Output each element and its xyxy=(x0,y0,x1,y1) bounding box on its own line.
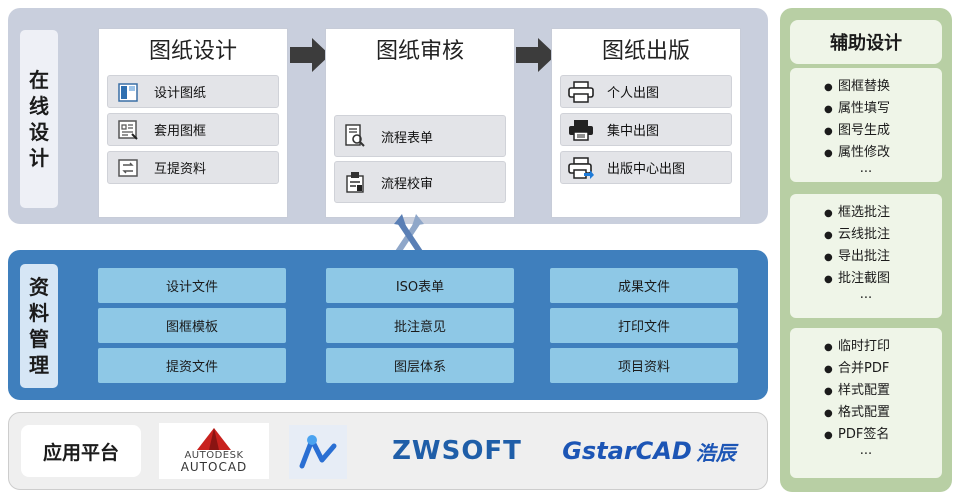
printer-icon xyxy=(567,80,595,104)
application-platform-panel: 应用平台 AUTODESK AUTOCAD ZWSOFT GstarCAD 浩辰 xyxy=(8,412,768,490)
autocad-logo: AUTODESK AUTOCAD xyxy=(159,423,269,479)
online-design-panel: 在 线 设 计 图纸设计 设计图纸 套用图框 互提资料 xyxy=(8,8,768,224)
aux-item[interactable]: 图号生成 xyxy=(790,120,942,142)
central-printer-icon xyxy=(567,118,595,142)
aux-item[interactable]: 临时打印 xyxy=(790,336,942,358)
aux-item[interactable]: 合并PDF xyxy=(790,358,942,380)
data-column: ISO表单 批注意见 图层体系 xyxy=(326,268,514,388)
aux-item[interactable]: 导出批注 xyxy=(790,246,942,268)
aux-group-annotation: 框选批注 云线批注 导出批注 批注截图 ... xyxy=(790,194,942,318)
auxiliary-design-panel: 辅助设计 图框替换 属性填写 图号生成 属性修改 ... 框选批注 云线批注 导… xyxy=(780,8,952,492)
process-review-item[interactable]: 流程校审 xyxy=(334,161,506,203)
data-management-label: 资 料 管 理 xyxy=(20,264,58,388)
aux-item[interactable]: 图框替换 xyxy=(790,76,942,98)
platform-label: 应用平台 xyxy=(21,425,141,477)
aux-item[interactable]: 样式配置 xyxy=(790,380,942,402)
arrow-right-icon xyxy=(290,38,330,72)
stage-title: 图纸审核 xyxy=(375,39,464,64)
more-ellipsis: ... xyxy=(859,443,873,458)
stage-drawing-publish: 图纸出版 个人出图 集中出图 出版中心出图 xyxy=(551,28,741,218)
zwsoft-logo: ZWSOFT xyxy=(392,436,522,466)
data-item-iso-forms[interactable]: ISO表单 xyxy=(326,268,514,303)
aux-item[interactable]: 批注截图 xyxy=(790,268,942,290)
arrow-right-icon xyxy=(516,38,556,72)
aux-group-attributes: 图框替换 属性填写 图号生成 属性修改 ... xyxy=(790,68,942,182)
stage-title: 图纸出版 xyxy=(601,39,690,64)
aux-item[interactable]: PDF签名 xyxy=(790,424,942,446)
frame-template-item[interactable]: 套用图框 xyxy=(107,113,279,146)
central-print-item[interactable]: 集中出图 xyxy=(560,113,732,146)
more-ellipsis: ... xyxy=(859,161,873,176)
more-ellipsis: ... xyxy=(859,287,873,302)
exchange-data-item[interactable]: 互提资料 xyxy=(107,151,279,184)
publish-center-printer-icon xyxy=(567,156,595,180)
design-drawing-icon xyxy=(114,80,142,104)
aux-item[interactable]: 框选批注 xyxy=(790,202,942,224)
online-design-label: 在 线 设 计 xyxy=(20,30,58,208)
data-item-print-files[interactable]: 打印文件 xyxy=(550,308,738,343)
aux-title: 辅助设计 xyxy=(790,20,942,64)
bidirectional-arrow-icon xyxy=(394,214,424,255)
stage-drawing-review: 图纸审核 流程表单 流程校审 xyxy=(325,28,515,218)
process-form-icon xyxy=(341,124,369,148)
cad-app-icon xyxy=(299,435,337,469)
data-item-layer-system[interactable]: 图层体系 xyxy=(326,348,514,383)
data-item-project-data[interactable]: 项目资料 xyxy=(550,348,738,383)
stage-drawing-design: 图纸设计 设计图纸 套用图框 互提资料 xyxy=(98,28,288,218)
cad-app-logo xyxy=(289,425,347,479)
exchange-data-icon xyxy=(114,156,142,180)
data-item-submitted-files[interactable]: 提资文件 xyxy=(98,348,286,383)
publish-center-print-item[interactable]: 出版中心出图 xyxy=(560,151,732,184)
design-drawing-item[interactable]: 设计图纸 xyxy=(107,75,279,108)
autodesk-triangle-icon xyxy=(197,428,231,450)
gstarcad-logo: GstarCAD 浩辰 xyxy=(562,437,736,465)
aux-group-printing: 临时打印 合并PDF 样式配置 格式配置 PDF签名 ... xyxy=(790,328,942,478)
data-management-panel: 资 料 管 理 设计文件 图框模板 提资文件 ISO表单 批注意见 图层体系 成… xyxy=(8,250,768,400)
data-item-deliverables[interactable]: 成果文件 xyxy=(550,268,738,303)
aux-item[interactable]: 格式配置 xyxy=(790,402,942,424)
aux-item[interactable]: 云线批注 xyxy=(790,224,942,246)
data-column: 成果文件 打印文件 项目资料 xyxy=(550,268,738,388)
stage-title: 图纸设计 xyxy=(148,39,237,64)
data-item-frame-templates[interactable]: 图框模板 xyxy=(98,308,286,343)
frame-template-icon xyxy=(114,118,142,142)
process-review-icon xyxy=(341,170,369,194)
aux-item[interactable]: 属性填写 xyxy=(790,98,942,120)
personal-print-item[interactable]: 个人出图 xyxy=(560,75,732,108)
aux-item[interactable]: 属性修改 xyxy=(790,142,942,164)
data-column: 设计文件 图框模板 提资文件 xyxy=(98,268,286,388)
process-form-item[interactable]: 流程表单 xyxy=(334,115,506,157)
data-item-design-files[interactable]: 设计文件 xyxy=(98,268,286,303)
data-item-annotations[interactable]: 批注意见 xyxy=(326,308,514,343)
